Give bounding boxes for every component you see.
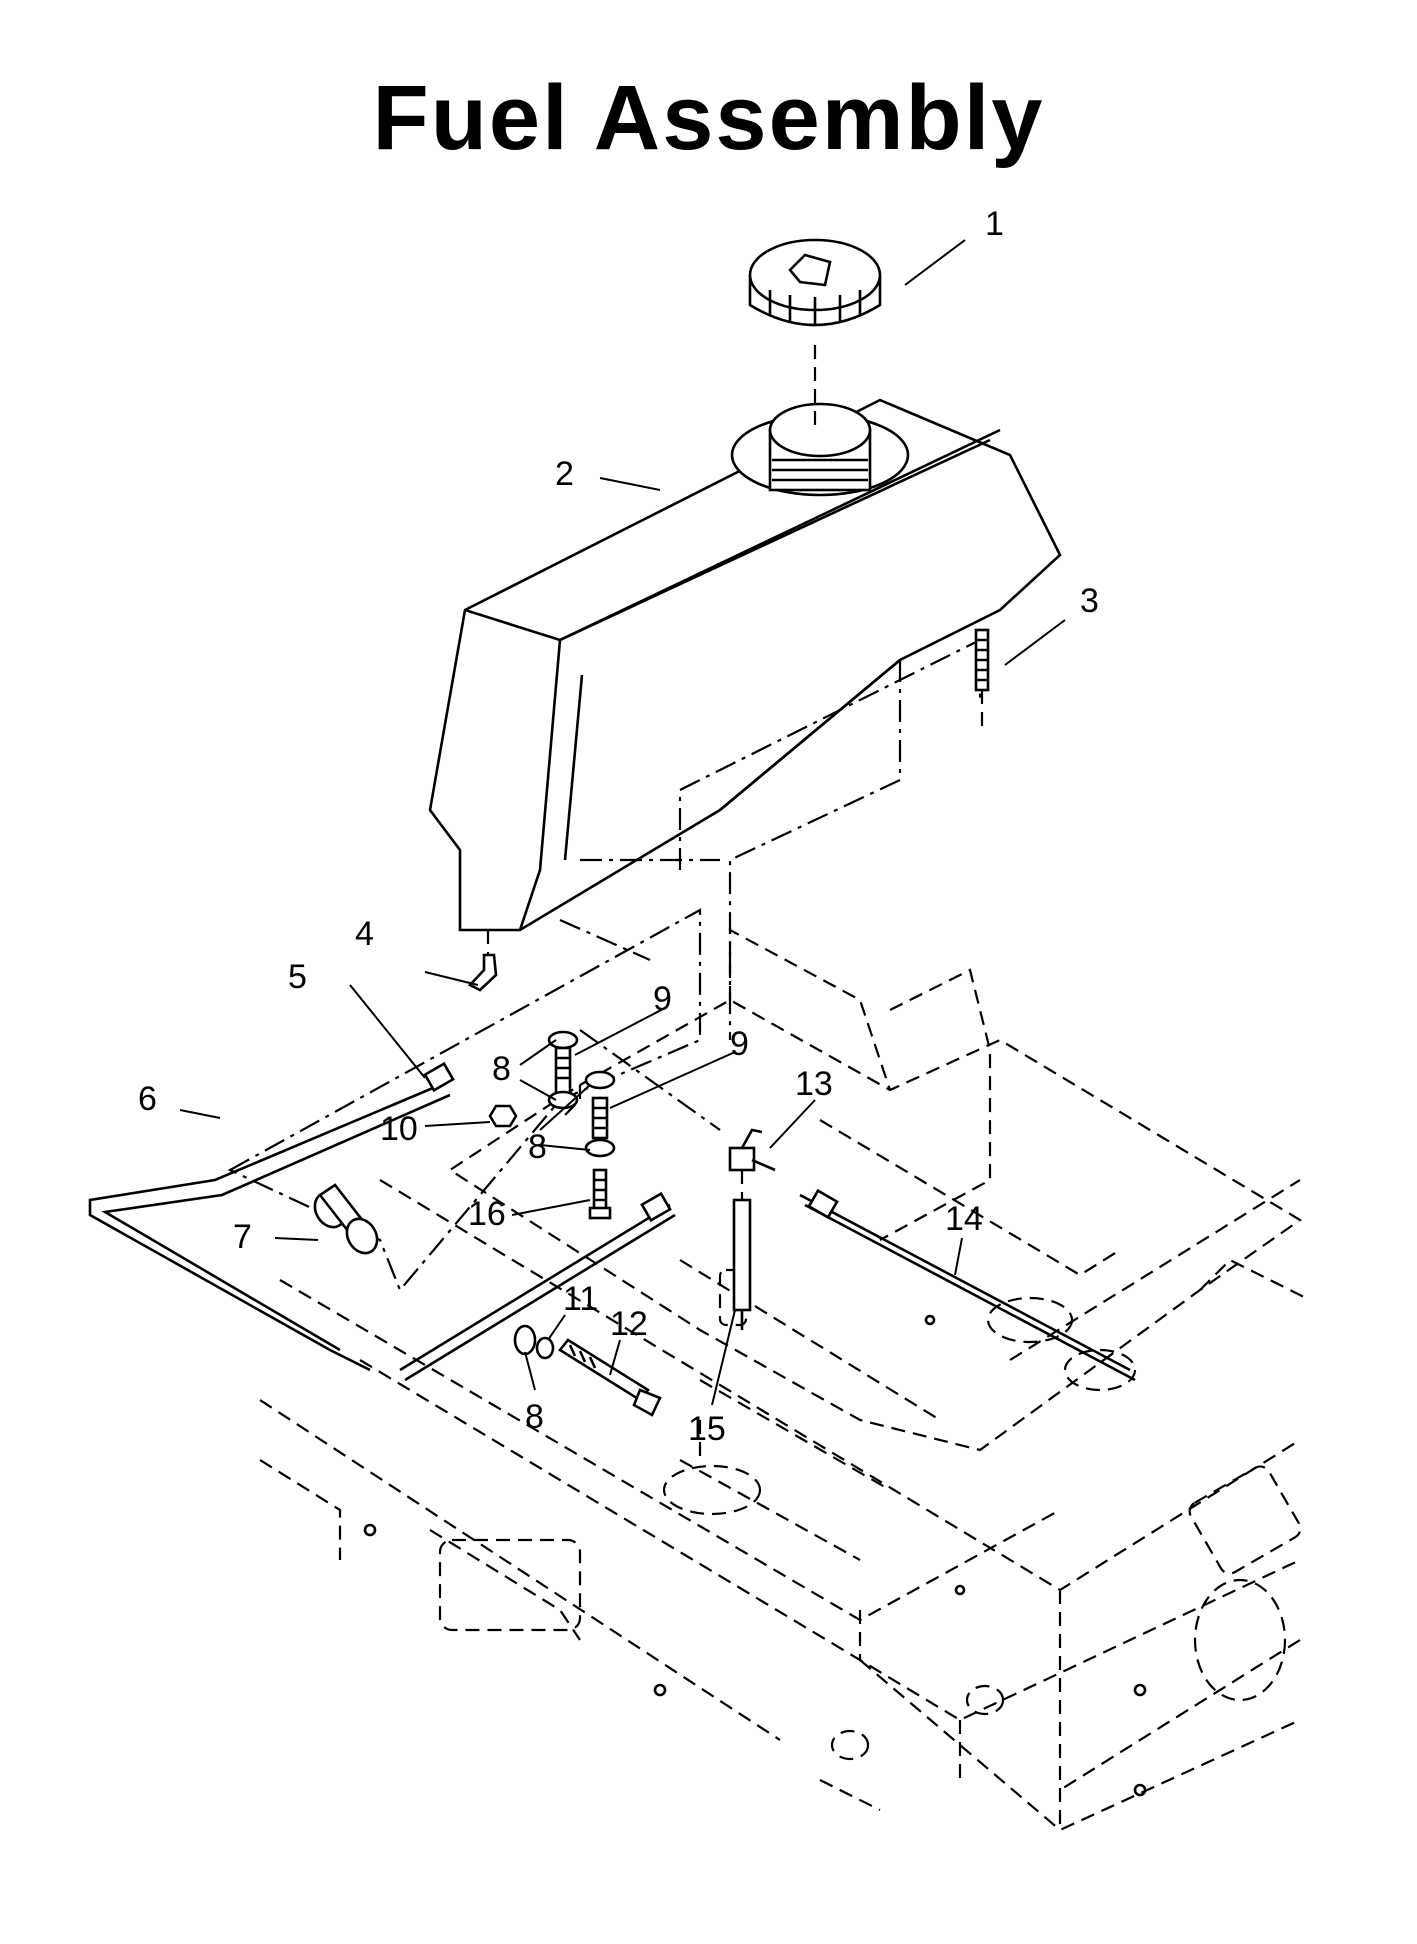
- callout-16: 16: [468, 1195, 506, 1233]
- callout-5: 5: [288, 958, 307, 996]
- callout-4: 4: [355, 915, 374, 953]
- callout-8c: 8: [525, 1398, 544, 1436]
- callout-12: 12: [610, 1305, 648, 1343]
- fuel-cap: [748, 238, 882, 430]
- fuel-tank: [428, 398, 1062, 932]
- page-title: Fuel Assembly: [372, 67, 1045, 169]
- callout-9b: 9: [730, 1025, 749, 1063]
- callout-6: 6: [138, 1080, 157, 1118]
- fuel-filter: [313, 1183, 379, 1255]
- callout-14: 14: [945, 1200, 983, 1238]
- callout-7: 7: [233, 1218, 252, 1256]
- fuel-lines: [88, 1083, 1136, 1382]
- callout-8a: 8: [492, 1050, 511, 1088]
- callout-11: 11: [563, 1280, 598, 1318]
- callout-8b: 8: [528, 1128, 547, 1166]
- hose-clamps: [423, 1061, 839, 1223]
- callout-13: 13: [795, 1065, 833, 1103]
- callout-3: 3: [1080, 582, 1099, 620]
- callout-1: 1: [985, 205, 1004, 243]
- mower-frame: [259, 928, 1311, 1832]
- callout-15: 15: [688, 1410, 726, 1448]
- callout-9a: 9: [653, 980, 672, 1018]
- callout-10: 10: [380, 1110, 418, 1148]
- elbow-fitting: [467, 930, 498, 992]
- bolt-stack: [513, 1324, 662, 1417]
- shutoff-valve: [728, 1128, 776, 1330]
- callout-2: 2: [555, 455, 574, 493]
- tank-stud: [974, 628, 990, 730]
- callout-labels: 1 2 3 4 5 6 7 8 8 8 9 9 10 11 12 13 14 1…: [138, 205, 1099, 1448]
- leader-lines: [179, 239, 1066, 1406]
